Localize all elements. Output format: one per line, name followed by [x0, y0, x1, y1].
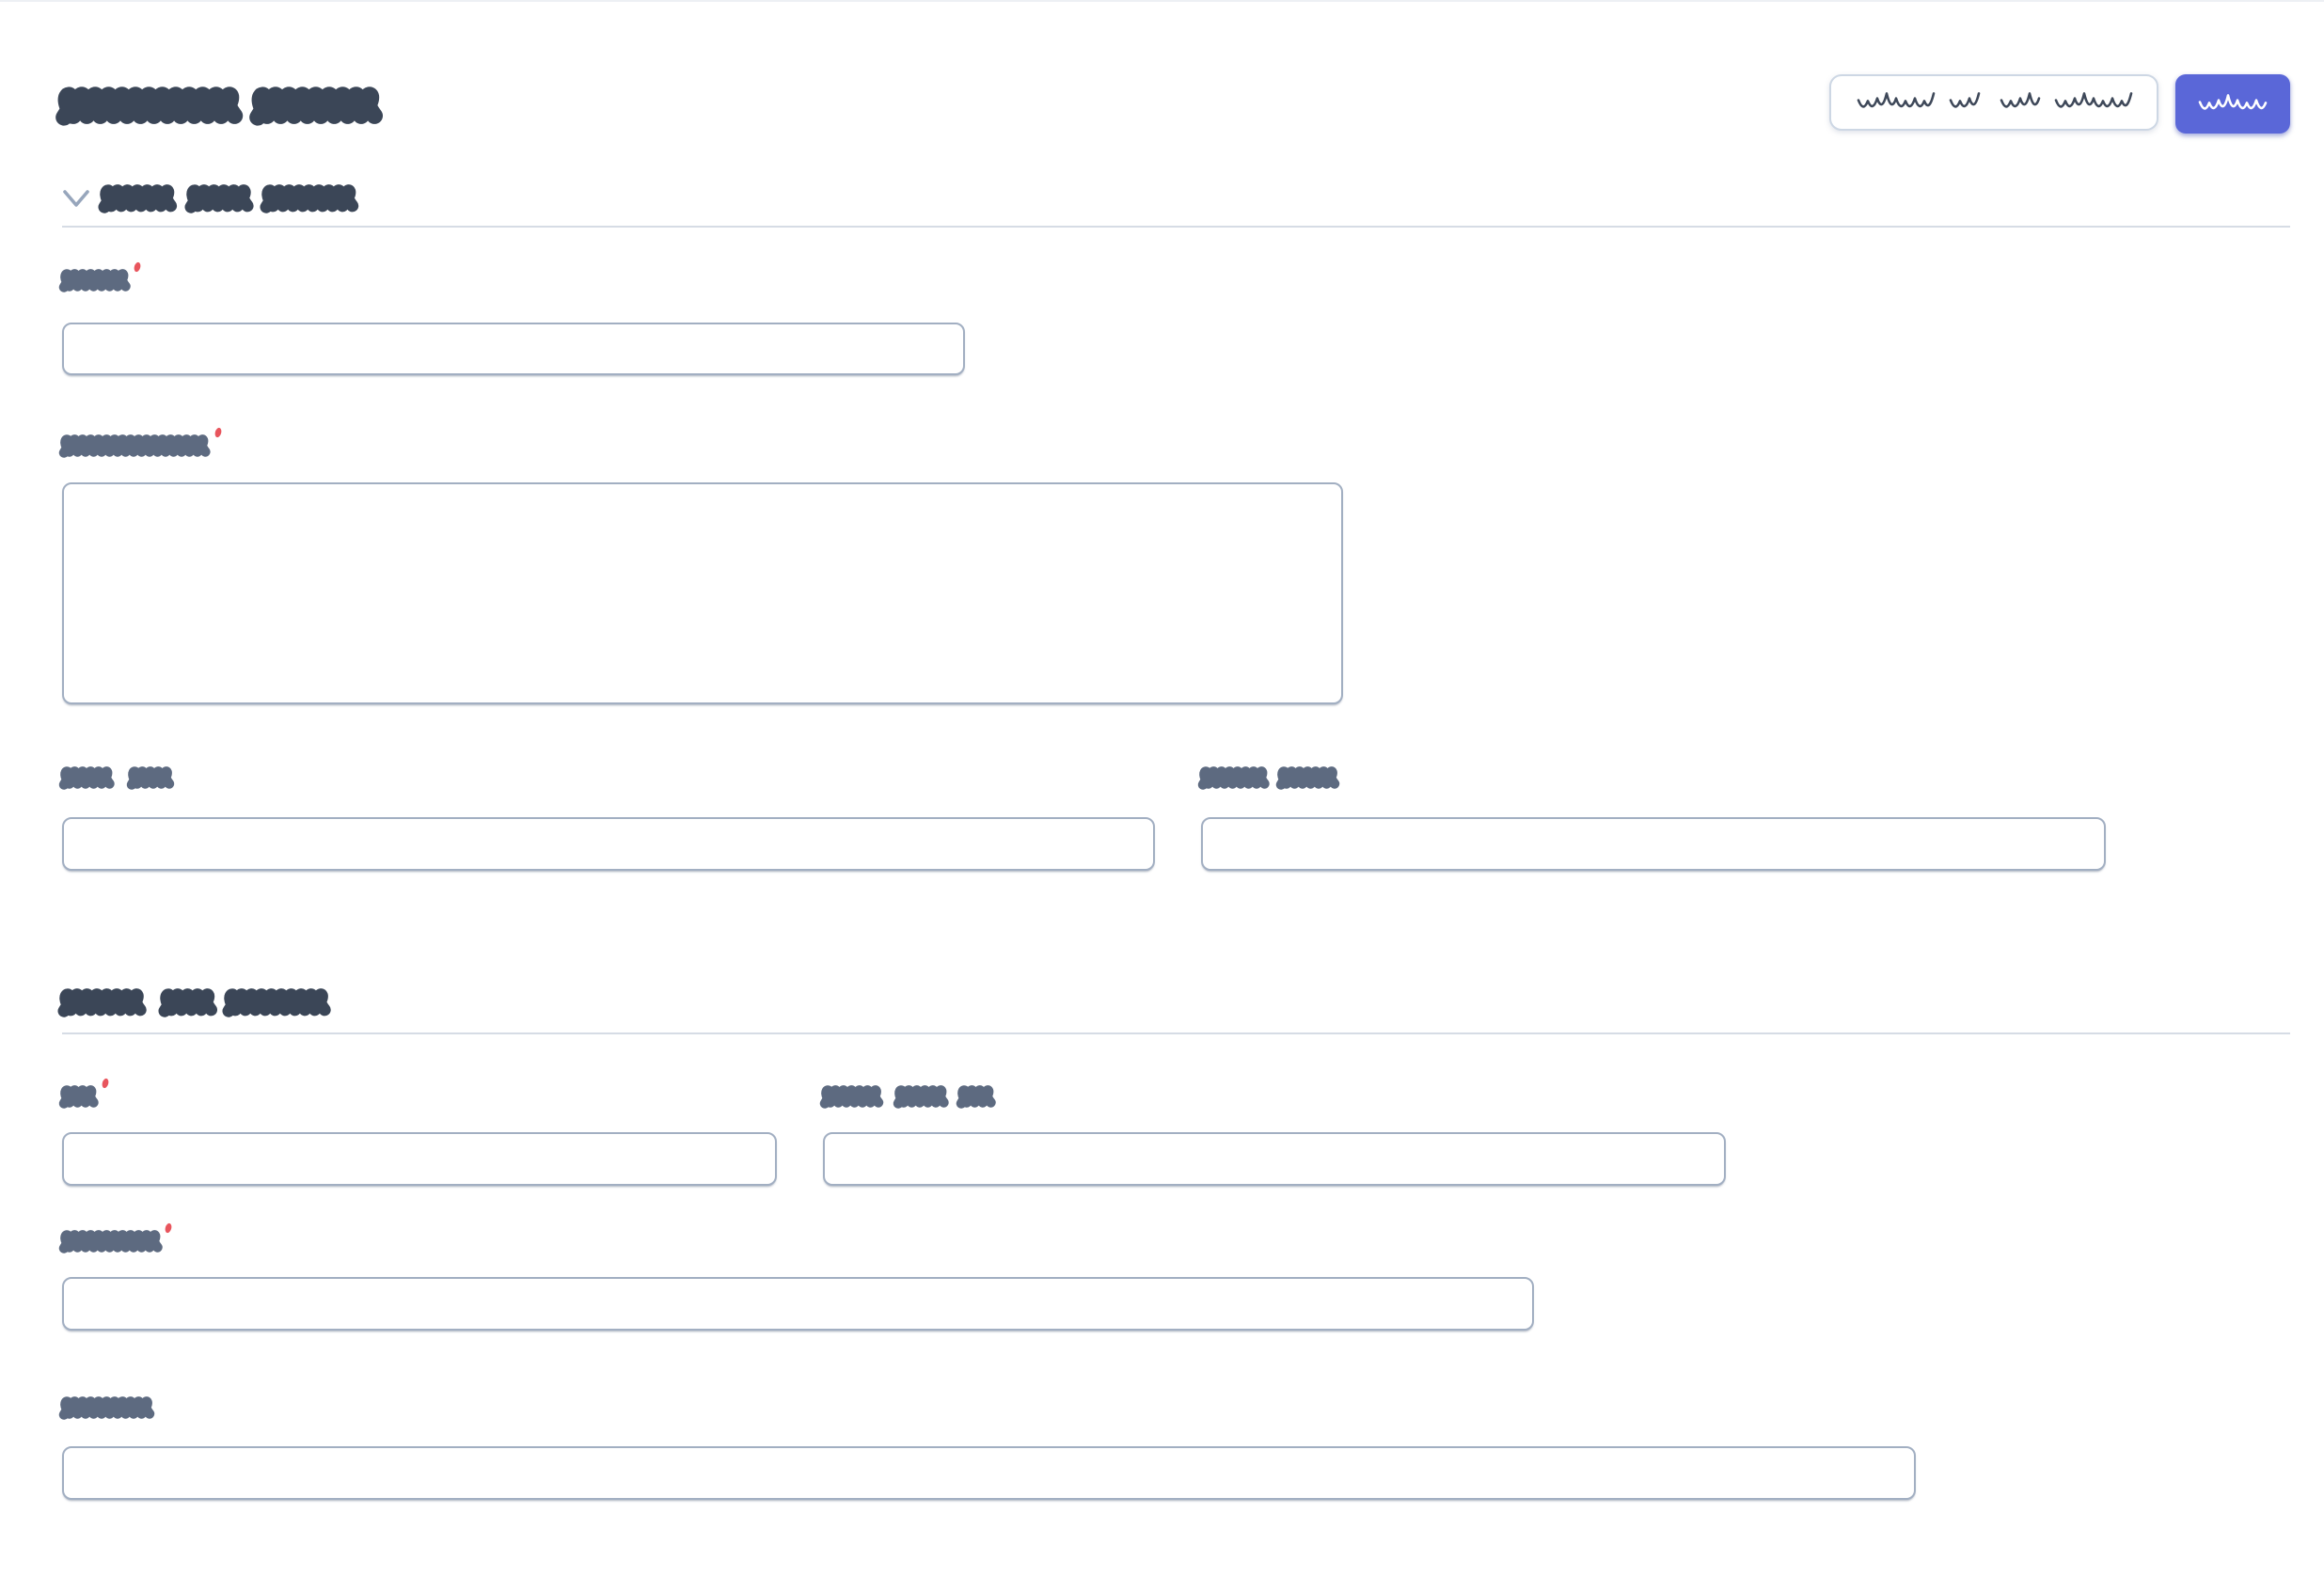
topbar [55, 74, 2290, 134]
field-5-group [58, 1078, 777, 1186]
section-one-title [98, 184, 359, 213]
required-dot-icon [213, 426, 223, 439]
required-dot-icon [133, 260, 142, 274]
field-8-label [58, 1396, 155, 1420]
section-two-header [57, 988, 2290, 1017]
header-submit-button-label [2198, 93, 2268, 114]
field-8-label-scribble [58, 1396, 155, 1420]
field-7-input[interactable] [62, 1277, 1534, 1331]
field-3-label-scribble [58, 766, 177, 790]
page-title [55, 87, 384, 126]
header-text-input-value [1857, 92, 2140, 112]
field-1-label [58, 261, 142, 292]
field-row-ids [58, 1078, 2290, 1186]
chevron-down-icon [63, 189, 89, 207]
section-one-header[interactable] [62, 184, 2290, 213]
field-4-input[interactable] [1201, 817, 2106, 871]
field-row-dates [58, 766, 2290, 871]
field-6-input[interactable] [823, 1132, 1726, 1186]
field-4-label-scribble [1197, 766, 1340, 790]
field-5-label-scribble [58, 1085, 99, 1109]
field-2-label-scribble [58, 434, 211, 458]
field-6-label [819, 1085, 1726, 1109]
header-text-input[interactable] [1829, 74, 2158, 131]
field-6-group [819, 1085, 1726, 1186]
field-1-label-scribble [58, 269, 131, 292]
topbar-controls [1829, 74, 2290, 134]
field-2-label [58, 427, 223, 458]
required-dot-icon [164, 1222, 173, 1235]
field-5-input[interactable] [62, 1132, 777, 1186]
field-7-label [58, 1222, 173, 1253]
field-4-label [1197, 766, 2106, 790]
field-4-group [1197, 766, 2106, 871]
required-dot-icon [101, 1077, 110, 1090]
field-3-input[interactable] [62, 817, 1155, 871]
field-6-label-scribble [819, 1085, 996, 1109]
field-2-textarea[interactable] [62, 482, 1343, 704]
header-submit-button[interactable] [2175, 74, 2290, 134]
field-8-input[interactable] [62, 1446, 1916, 1500]
field-3-group [58, 766, 1155, 871]
section-two-divider [62, 1032, 2290, 1034]
section-two-title [57, 988, 331, 1017]
field-5-label [58, 1078, 777, 1109]
section-one-divider [62, 226, 2290, 228]
field-3-label [58, 766, 1155, 790]
field-7-label-scribble [58, 1230, 163, 1253]
field-1-input[interactable] [62, 323, 965, 375]
